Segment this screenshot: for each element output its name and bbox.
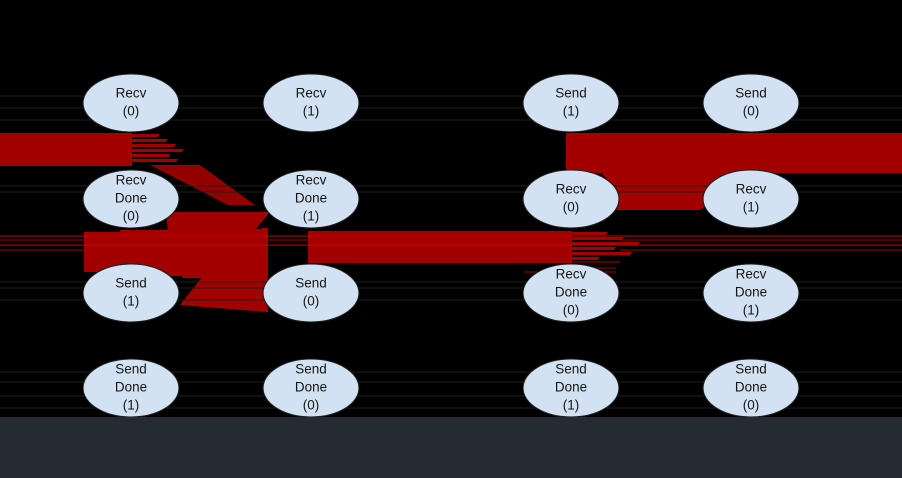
node-ellipse[interactable] — [702, 263, 800, 323]
glitch-stripes-upper-left — [132, 134, 184, 162]
node-ellipse[interactable] — [82, 263, 180, 323]
node-ellipse[interactable] — [262, 358, 360, 418]
node-ellipse[interactable] — [702, 169, 800, 229]
node-ellipse[interactable] — [702, 73, 800, 133]
node-ellipse[interactable] — [522, 169, 620, 229]
node-ellipse[interactable] — [82, 358, 180, 418]
graph-node[interactable]: Send(1) — [522, 73, 620, 133]
graph-node[interactable]: Recv(0) — [522, 169, 620, 229]
graph-node[interactable]: Recv(0) — [82, 73, 180, 133]
graph-node[interactable]: Recv(1) — [262, 73, 360, 133]
graph-node[interactable]: Send(1) — [82, 263, 180, 323]
graph-node[interactable]: Recv(1) — [702, 169, 800, 229]
node-ellipse[interactable] — [82, 169, 180, 229]
glitch-smear-left-diagonal — [150, 165, 255, 205]
node-ellipse[interactable] — [522, 263, 620, 323]
node-ellipse[interactable] — [702, 358, 800, 418]
node-ellipse[interactable] — [262, 169, 360, 229]
glitch-band-upper-left — [0, 133, 132, 166]
node-ellipse[interactable] — [82, 73, 180, 133]
glitch-x-left-triangle — [180, 229, 268, 312]
node-ellipse[interactable] — [522, 73, 620, 133]
glitch-x-right-tail — [614, 186, 700, 210]
node-ellipse[interactable] — [262, 263, 360, 323]
bottom-status-bar — [0, 417, 902, 478]
glitch-band-center — [308, 231, 572, 263]
glitch-scanlines — [0, 235, 902, 273]
graph-node[interactable]: Send(0) — [262, 263, 360, 323]
node-ellipse[interactable] — [522, 358, 620, 418]
graph-node[interactable]: Send(0) — [702, 73, 800, 133]
glitch-stripes-center-right — [572, 232, 640, 260]
node-ellipse[interactable] — [262, 73, 360, 133]
